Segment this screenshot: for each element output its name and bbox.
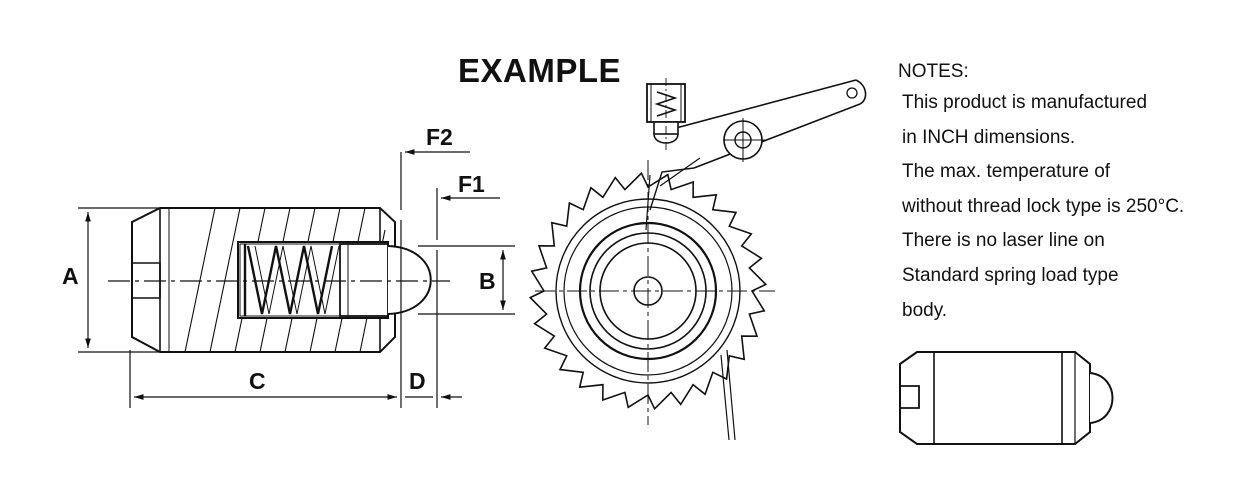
dimension-lines [78,149,515,408]
lever-arm [649,79,867,211]
note-line: Standard spring load type [902,264,1119,286]
note-line: without thread lock type is 250°C. [902,195,1185,217]
notes-list: This product is manufactured in INCH dim… [898,86,1243,328]
ball-nose [387,245,432,315]
spring-icon [243,244,340,316]
dimension-label-f2: F2 [426,124,453,150]
note-line: in INCH dimensions. [902,126,1076,148]
dimension-label-d: D [409,368,426,394]
note-line: There is no laser line on [902,230,1105,252]
notes-heading: NOTES: [898,61,969,82]
mini-plunger [646,78,686,150]
note-line: body. [902,299,948,321]
application-illustration [528,78,867,441]
note-line: The max. temperature of [902,161,1111,183]
dimension-label-b: B [479,268,496,294]
notes-panel: NOTES: This product is manufactured in I… [898,58,1243,328]
standard-body-view [899,351,1114,445]
dimension-label-a: A [62,263,79,289]
dimension-label-f1: F1 [458,171,485,197]
plunger-section-view [108,207,450,353]
page-title: EXAMPLE [458,52,622,89]
dimension-label-c: C [249,368,266,394]
note-line: This product is manufactured [902,92,1148,113]
